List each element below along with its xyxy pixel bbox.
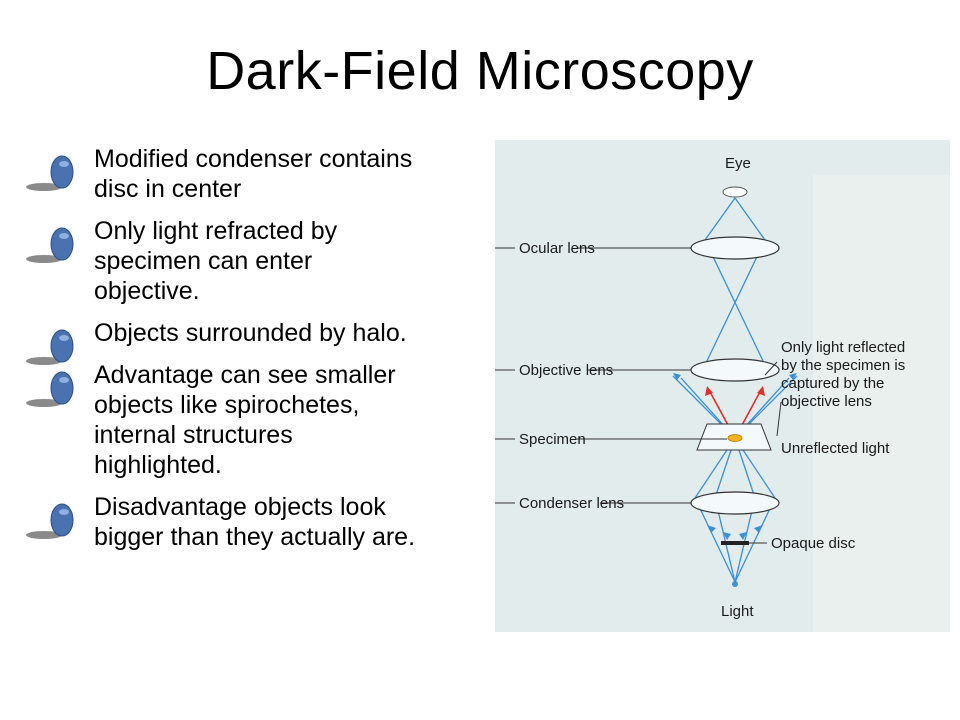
bullet-text: Only light refracted by specimen can ent… — [94, 217, 338, 305]
leader-lines — [495, 247, 782, 544]
ray-arrows — [673, 373, 797, 540]
bullet-text: Advantage can see smaller objects like s… — [94, 361, 396, 479]
bullet-icon — [26, 227, 74, 263]
ocular-lens — [690, 236, 780, 260]
bullet-list: Modified condenser contains disc in cent… — [24, 144, 424, 564]
bullet-item: Modified condenser contains disc in cent… — [24, 144, 424, 204]
slide-title: Dark-Field Microscopy — [206, 41, 754, 101]
bullet-item: Only light refracted by specimen can ent… — [24, 216, 424, 306]
bullet-icon — [26, 155, 74, 191]
bullet-item: Objects surrounded by halo. — [24, 318, 424, 365]
label-ocular-lens: Ocular lens — [519, 240, 595, 257]
side-panel — [813, 175, 950, 632]
bullet-icon — [26, 329, 74, 365]
opaque-disc — [721, 541, 749, 545]
label-reflected-line1: Only light reflected — [781, 339, 905, 356]
bullet-text: Modified condenser contains disc in cent… — [94, 145, 413, 203]
bullet-icon — [26, 503, 74, 539]
light-source — [732, 581, 738, 587]
label-eye: Eye — [725, 155, 751, 172]
label-light: Light — [721, 603, 754, 620]
specimen-dot — [727, 434, 743, 442]
label-unreflected-light: Unreflected light — [781, 440, 890, 457]
label-reflected-line4: objective lens — [781, 393, 872, 410]
bullet-item: Disadvantage objects look bigger than th… — [24, 492, 424, 552]
bullet-text: Disadvantage objects look bigger than th… — [94, 493, 416, 551]
objective-lens — [690, 358, 780, 382]
bullet-icon — [26, 371, 74, 407]
label-condenser-lens: Condenser lens — [519, 495, 624, 512]
label-reflected-line3: captured by the — [781, 375, 884, 392]
bullet-item: Advantage can see smaller objects like s… — [24, 360, 424, 480]
diagram-svg: Eye Ocular lens Objective lens Specimen … — [495, 155, 950, 632]
condenser-lens — [690, 491, 780, 515]
bullet-text: Objects surrounded by halo. — [94, 319, 407, 347]
darkfield-diagram: Eye Ocular lens Objective lens Specimen … — [495, 140, 950, 632]
label-reflected-line2: by the specimen is — [781, 357, 905, 374]
label-opaque-disc: Opaque disc — [771, 535, 856, 552]
label-objective-lens: Objective lens — [519, 362, 613, 379]
eye-icon — [722, 186, 748, 198]
refracted-arrows — [705, 386, 765, 396]
label-specimen: Specimen — [519, 431, 586, 448]
